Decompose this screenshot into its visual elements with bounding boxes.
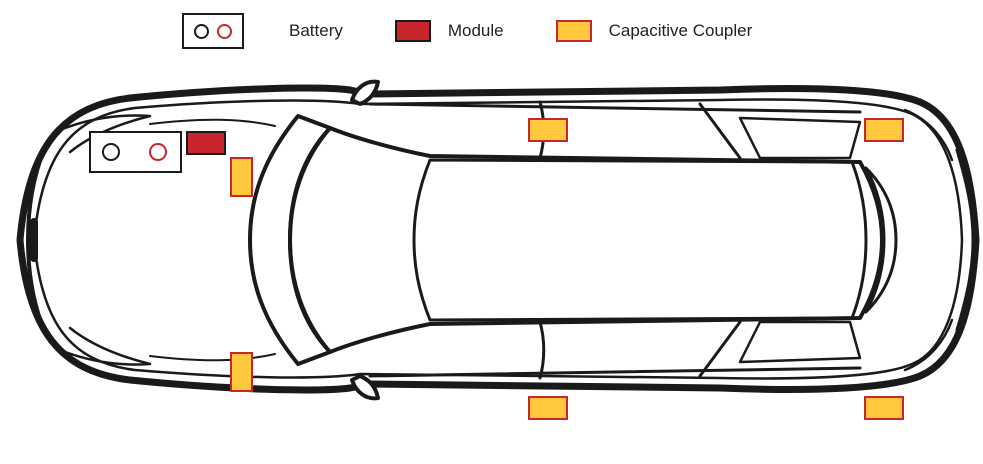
front-bumper-right <box>26 238 46 332</box>
module-swatch-icon <box>394 20 431 42</box>
battery-icon <box>89 131 182 173</box>
door-line-bottom-front <box>538 320 546 380</box>
car-top-view-icon <box>16 79 980 401</box>
module-icon <box>186 131 226 155</box>
rear-quarter-top <box>738 116 862 160</box>
coupler-rear-bottom <box>864 396 904 420</box>
hood-line-bottom <box>149 353 276 362</box>
legend: Battery Module Capacitive Coupler <box>182 10 752 52</box>
negative-terminal-icon <box>194 23 209 39</box>
legend-item-battery: Battery <box>182 13 343 49</box>
door-line-top-rear <box>698 102 742 160</box>
cabin-outline <box>288 126 884 354</box>
car-body-outline <box>16 84 980 394</box>
roof-panel <box>412 158 868 322</box>
battery-negative-terminal <box>102 143 120 161</box>
module-label: Module <box>447 21 504 40</box>
couplers <box>230 118 904 420</box>
roof-rail-bottom <box>368 366 862 378</box>
coupler-label: Capacitive Coupler <box>608 21 753 40</box>
roof-rail-top <box>368 102 862 114</box>
coupler-middle-bottom <box>528 396 568 420</box>
coupler-middle-top <box>528 118 568 142</box>
rear-bumper <box>955 147 977 333</box>
coupler-front-top <box>230 157 253 197</box>
front-bumper-left <box>26 148 46 242</box>
side-mirror-bottom-icon <box>350 374 380 401</box>
coupler-rear-top <box>864 118 904 142</box>
battery-legend-icon <box>182 13 244 49</box>
car-body-inner-line <box>32 98 964 380</box>
battery-label: Battery <box>289 21 343 40</box>
rear-window <box>864 166 898 314</box>
coupler-front-bottom <box>230 352 253 392</box>
taillight-top <box>903 108 954 162</box>
battery-positive-terminal <box>149 143 167 161</box>
door-line-bottom-rear <box>698 320 742 378</box>
legend-item-module: Module <box>394 20 504 42</box>
legend-item-coupler: Capacitive Coupler <box>555 20 753 42</box>
side-mirror-top-icon <box>350 79 380 106</box>
hood-line-top <box>149 118 276 127</box>
coupler-swatch-icon <box>555 20 592 42</box>
headlight-right <box>58 326 152 366</box>
taillight-bottom <box>903 318 954 372</box>
positive-terminal-icon <box>217 23 232 39</box>
rear-quarter-bottom <box>738 320 862 364</box>
